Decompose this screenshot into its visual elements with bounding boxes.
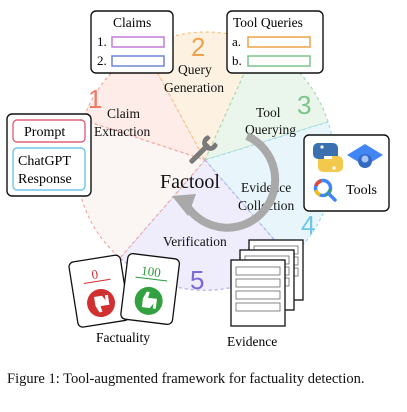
factool-diagram: 1 2 3 4 5 Claim Extraction Query Generat… — [6, 10, 390, 349]
claim-placeholder-1 — [111, 36, 165, 48]
step-number-1: 1 — [88, 84, 102, 114]
factuality-cards: 0 100 Factuality — [68, 253, 181, 345]
evidence-page-front — [230, 259, 286, 327]
response-label-line2: Response — [18, 172, 72, 187]
response-box — [12, 147, 86, 191]
card-zero-value: 0 — [90, 266, 99, 282]
factuality-label: Factuality — [96, 330, 150, 345]
claims-item-1: 1. — [97, 34, 107, 49]
evidence-label: Evidence — [227, 334, 277, 349]
step-number-3: 3 — [297, 90, 311, 120]
claims-box: Claims 1. 2. — [90, 10, 174, 74]
step-label-querying: Querying — [245, 122, 296, 137]
tools-box: Tools — [303, 134, 390, 212]
response-label-line1: ChatGPT — [18, 154, 71, 169]
step-label-generation: Generation — [164, 80, 224, 95]
query-placeholder-a — [247, 36, 311, 48]
step-number-4: 4 — [301, 210, 315, 240]
card-zero: 0 — [68, 254, 130, 328]
step-label-evidence: Evidence — [241, 180, 291, 195]
wrench-icon — [189, 135, 218, 164]
cycle-arrow — [172, 132, 280, 232]
python-icon — [313, 143, 343, 172]
tools-label: Tools — [346, 183, 377, 198]
card-hundred-value: 100 — [140, 263, 161, 280]
evidence-stack: Evidence — [227, 239, 304, 349]
claim-placeholder-2 — [111, 55, 165, 67]
step-number-2: 2 — [191, 32, 205, 62]
step-number-5: 5 — [190, 265, 204, 295]
prompt-label: Prompt — [24, 125, 65, 140]
query-placeholder-b — [247, 55, 311, 67]
prompt-box — [12, 119, 86, 143]
figure-caption: Figure 1: Tool-augmented framework for f… — [7, 371, 365, 387]
input-box: Prompt ChatGPT Response — [6, 113, 92, 197]
step-label-tool: Tool — [256, 105, 281, 120]
scholar-icon — [347, 144, 383, 168]
queries-item-a: a. — [232, 34, 241, 49]
queries-title: Tool Queries — [233, 15, 303, 30]
step-label-verification: Verification — [163, 234, 227, 249]
step-label-extraction: Extraction — [94, 124, 150, 139]
step-label-query: Query — [178, 62, 212, 77]
claims-title: Claims — [113, 15, 151, 30]
card-hundred: 100 — [120, 253, 181, 326]
queries-item-b: b. — [232, 53, 242, 68]
center-title: Factool — [160, 171, 220, 193]
step-label-claim: Claim — [107, 106, 140, 121]
tool-queries-box: Tool Queries a. b. — [226, 10, 324, 74]
claims-item-2: 2. — [97, 53, 107, 68]
google-search-icon — [313, 178, 337, 202]
